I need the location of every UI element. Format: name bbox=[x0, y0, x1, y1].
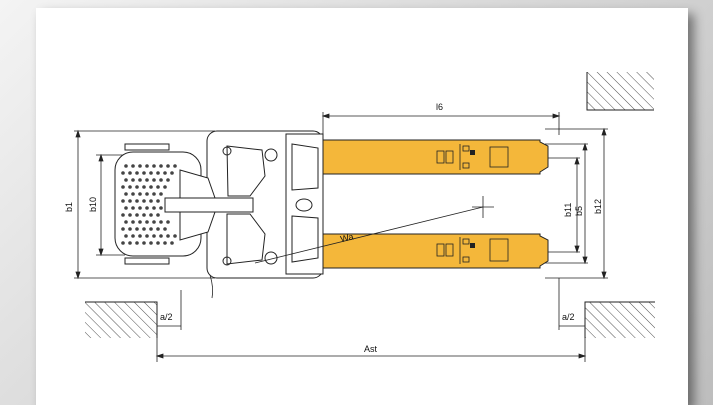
label-b5: b5 bbox=[574, 206, 584, 216]
turning-radius-wa bbox=[209, 196, 494, 299]
tiller-grip-dots bbox=[121, 164, 177, 245]
dimension-b12 bbox=[545, 127, 608, 280]
wall-top-right bbox=[586, 72, 654, 111]
wall-bottom-right bbox=[584, 301, 655, 338]
dimension-b5 bbox=[545, 142, 588, 265]
label-l6: l6 bbox=[436, 102, 443, 112]
dimension-a2-left bbox=[156, 290, 182, 362]
label-a2-left: a/2 bbox=[160, 312, 173, 322]
label-wa: Wa bbox=[339, 231, 354, 244]
fork-lower bbox=[315, 233, 549, 269]
dimension-b11 bbox=[548, 156, 580, 254]
dimension-b10 bbox=[96, 153, 125, 257]
dimension-a2-right bbox=[558, 278, 586, 362]
label-b11: b11 bbox=[563, 203, 573, 217]
label-b12: b12 bbox=[593, 199, 603, 214]
wall-bottom-left bbox=[85, 301, 158, 338]
dimension-l6 bbox=[321, 112, 561, 135]
fork-upper bbox=[315, 139, 549, 175]
dimension-ast bbox=[155, 353, 587, 359]
label-ast: Ast bbox=[364, 344, 378, 354]
label-b1: b1 bbox=[64, 202, 74, 212]
dimension-b1 bbox=[74, 129, 215, 280]
label-a2-right: a/2 bbox=[562, 312, 575, 322]
label-b10: b10 bbox=[88, 197, 98, 212]
tiller-handle bbox=[114, 143, 254, 265]
